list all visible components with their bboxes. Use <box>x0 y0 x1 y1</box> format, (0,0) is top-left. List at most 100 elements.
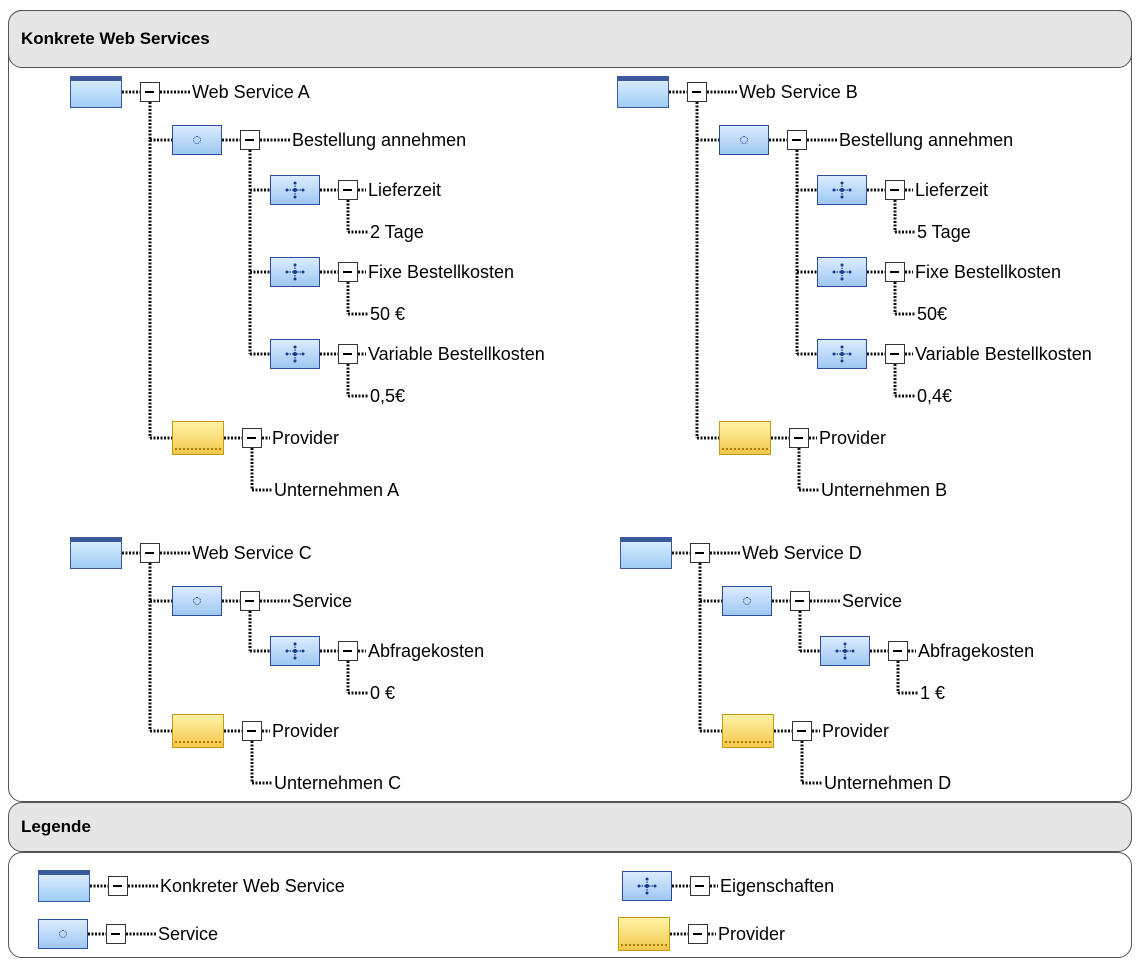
ws-c-root-toggle[interactable] <box>140 543 160 563</box>
ws-d-prop-1-toggle[interactable] <box>888 641 908 661</box>
ws-b-provider-toggle[interactable] <box>789 428 809 448</box>
ws-c-root-icon <box>70 537 122 569</box>
legend-web-service-label: Konkreter Web Service <box>160 876 345 896</box>
network-glyph <box>285 181 305 199</box>
ws-b-prop-2-value: 50€ <box>917 304 948 324</box>
ws-d-provider-toggle[interactable] <box>792 721 812 741</box>
legend-service-label: Service <box>158 924 219 944</box>
ws-a-root-toggle[interactable] <box>140 82 160 102</box>
ws-b-prop-1-label: Lieferzeit <box>915 180 989 200</box>
ws-c-provider-icon <box>172 714 224 748</box>
network-glyph <box>832 345 852 363</box>
legend-property-toggle[interactable] <box>690 876 710 896</box>
ws-b-prop-3-toggle[interactable] <box>885 344 905 364</box>
legend-service-icon <box>38 919 88 949</box>
ws-c-prop-1-label: Abfragekosten <box>368 641 485 661</box>
ws-a-prop-3-toggle[interactable] <box>338 344 358 364</box>
ws-b-prop-2-toggle[interactable] <box>885 262 905 282</box>
ws-a-prop-3-value: 0,5€ <box>370 386 406 406</box>
ws-c-prop-1-toggle[interactable] <box>338 641 358 661</box>
ws-d-service-toggle[interactable] <box>790 591 810 611</box>
ws-a-prop-1-icon <box>270 175 320 205</box>
ws-b-service-toggle[interactable] <box>787 130 807 150</box>
network-glyph <box>832 263 852 281</box>
ws-a-provider-toggle[interactable] <box>242 428 262 448</box>
ws-d-service-icon <box>722 586 772 616</box>
ws-a-provider-label: Provider <box>272 428 340 448</box>
ws-d-prop-1-label: Abfragekosten <box>918 641 1035 661</box>
ws-d-service-label: Service <box>842 591 903 611</box>
ws-c-provider-label: Provider <box>272 721 340 741</box>
ws-b-root-toggle[interactable] <box>687 82 707 102</box>
ws-a-prop-1-toggle[interactable] <box>338 180 358 200</box>
ws-a-provider-icon <box>172 421 224 455</box>
legend-property-icon <box>622 871 672 901</box>
ws-a-service-icon <box>172 125 222 155</box>
network-glyph <box>285 345 305 363</box>
ws-b-service-label: Bestellung annehmen <box>839 130 1014 150</box>
main-title: Konkrete Web Services <box>21 29 210 48</box>
ws-c-service-toggle[interactable] <box>240 591 260 611</box>
ws-b-root-icon <box>617 76 669 108</box>
ws-d-prop-1-value: 1 € <box>920 683 946 703</box>
ws-b-provider-label: Provider <box>819 428 887 448</box>
ws-b-prop-2-label: Fixe Bestellkosten <box>915 262 1062 282</box>
ws-d-provider-value: Unternehmen D <box>824 773 952 793</box>
ws-a-prop-2-label: Fixe Bestellkosten <box>368 262 515 282</box>
network-glyph <box>637 877 657 895</box>
network-glyph <box>832 181 852 199</box>
ws-a-root-label: Web Service A <box>192 82 310 102</box>
ws-b-prop-3-value: 0,4€ <box>917 386 953 406</box>
main-header: Konkrete Web Services <box>8 10 1132 68</box>
ws-c-provider-value: Unternehmen C <box>274 773 402 793</box>
ws-c-prop-1-value: 0 € <box>370 683 396 703</box>
network-glyph <box>285 642 305 660</box>
ws-b-provider-icon <box>719 421 771 455</box>
ws-b-prop-3-label: Variable Bestellkosten <box>915 344 1092 364</box>
legend-header: Legende <box>8 802 1132 852</box>
ws-a-prop-1-value: 2 Tage <box>370 222 424 242</box>
ws-d-provider-icon <box>722 714 774 748</box>
ws-d-root-label: Web Service D <box>742 543 862 563</box>
ws-a-root-icon <box>70 76 122 108</box>
network-glyph <box>285 263 305 281</box>
ws-a-service-label: Bestellung annehmen <box>292 130 467 150</box>
ws-c-prop-1-icon <box>270 636 320 666</box>
legend-service-toggle[interactable] <box>106 924 126 944</box>
ws-a-prop-2-toggle[interactable] <box>338 262 358 282</box>
ws-c-provider-toggle[interactable] <box>242 721 262 741</box>
ws-c-service-label: Service <box>292 591 353 611</box>
legend-web-service-icon <box>38 870 90 902</box>
ws-b-prop-2-icon <box>817 257 867 287</box>
ws-b-provider-value: Unternehmen B <box>821 480 948 500</box>
ws-a-prop-1-label: Lieferzeit <box>368 180 442 200</box>
ws-d-prop-1-icon <box>820 636 870 666</box>
network-glyph <box>835 642 855 660</box>
legend-web-service-toggle[interactable] <box>108 876 128 896</box>
ws-a-prop-2-value: 50 € <box>370 304 406 324</box>
ws-b-service-icon <box>719 125 769 155</box>
ws-b-prop-3-icon <box>817 339 867 369</box>
legend-property-label: Eigenschaften <box>720 876 835 896</box>
ws-c-root-label: Web Service C <box>192 543 312 563</box>
ws-b-prop-1-icon <box>817 175 867 205</box>
ws-b-prop-1-value: 5 Tage <box>917 222 971 242</box>
ws-d-root-icon <box>620 537 672 569</box>
ws-a-provider-value: Unternehmen A <box>274 480 400 500</box>
ws-c-service-icon <box>172 586 222 616</box>
ws-a-service-toggle[interactable] <box>240 130 260 150</box>
ws-b-root-label: Web Service B <box>739 82 858 102</box>
ws-a-prop-2-icon <box>270 257 320 287</box>
legend-panel <box>8 852 1132 958</box>
ws-a-prop-3-icon <box>270 339 320 369</box>
legend-title: Legende <box>21 817 91 836</box>
legend-provider-toggle[interactable] <box>688 924 708 944</box>
ws-d-root-toggle[interactable] <box>690 543 710 563</box>
legend-provider-label: Provider <box>718 924 786 944</box>
ws-a-prop-3-label: Variable Bestellkosten <box>368 344 545 364</box>
legend-provider-icon <box>618 917 670 951</box>
ws-d-provider-label: Provider <box>822 721 890 741</box>
ws-b-prop-1-toggle[interactable] <box>885 180 905 200</box>
